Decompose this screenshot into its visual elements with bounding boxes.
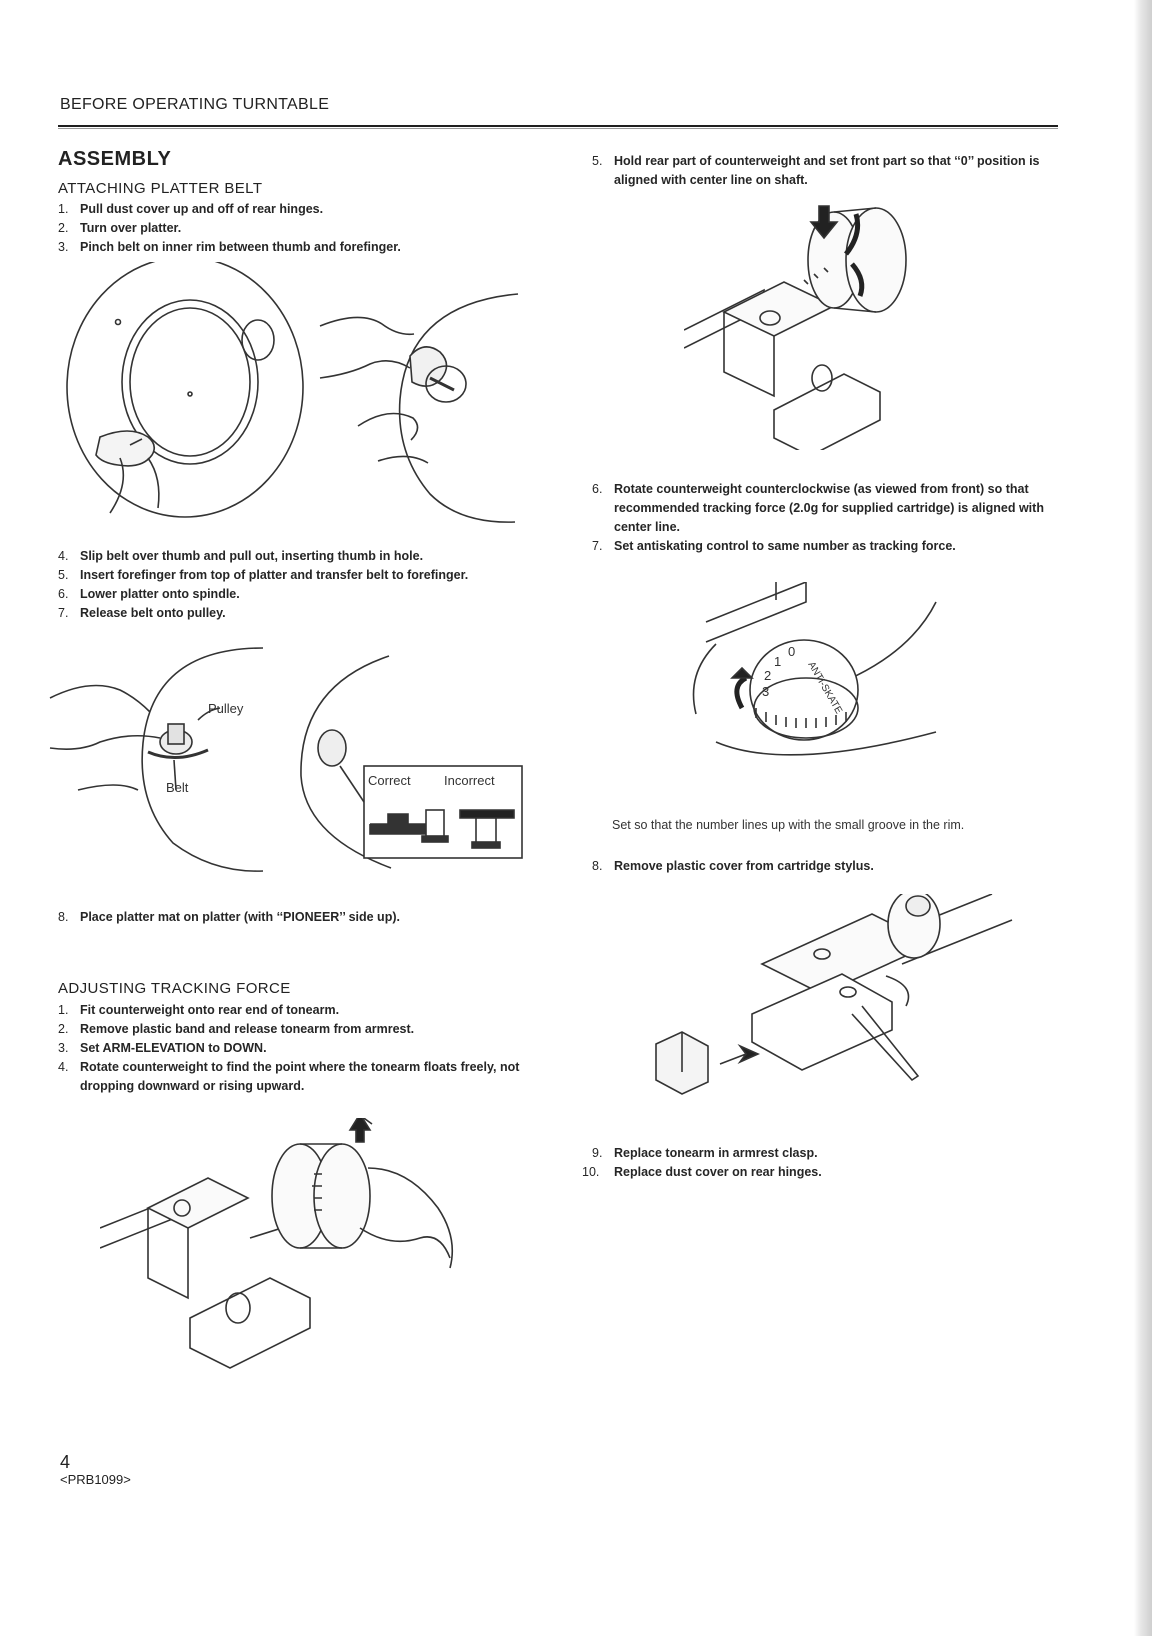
step-item: 5.Insert forefinger from top of platter … [58, 568, 469, 582]
section-title: ASSEMBLY [58, 148, 172, 170]
tracking-steps-6-7: 6.Rotate counterweight counterclockwise … [592, 480, 1072, 556]
dial-zero: 0 [788, 644, 795, 659]
belt-label: Belt [166, 780, 189, 795]
page-number: 4 [60, 1452, 71, 1472]
step-item: 1.Fit counterweight onto rear end of ton… [58, 1003, 340, 1017]
step-item: 4.Rotate counterweight to find the point… [58, 1060, 520, 1093]
dial-one: 1 [774, 654, 781, 669]
running-title: BEFORE OPERATING TURNTABLE [60, 96, 330, 113]
step-item: 6.Lower platter onto spindle. [58, 587, 240, 601]
dial-two: 2 [764, 668, 771, 683]
header-rule [58, 125, 1058, 127]
counterweight-rotate-illustration [100, 1118, 460, 1388]
step-item: 3.Pinch belt on inner rim between thumb … [58, 240, 401, 254]
cartridge-stylus-illustration [652, 894, 1022, 1114]
step-item: 1.Pull dust cover up and off of rear hin… [58, 202, 324, 216]
antiskate-dial-illustration: 0 1 2 3 ANTI-SKATE [676, 582, 956, 802]
step-item: 8.Place platter mat on platter (with ‘‘P… [58, 910, 400, 924]
step-item: 6.Rotate counterweight counterclockwise … [592, 482, 1044, 534]
dial-three: 3 [762, 684, 769, 699]
antiskate-caption: Set so that the number lines up with the… [612, 818, 965, 832]
tracking-force-title: ADJUSTING TRACKING FORCE [58, 980, 291, 997]
platter-steps-1-3: 1.Pull dust cover up and off of rear hin… [58, 200, 538, 257]
step-item: 10.Replace dust cover on rear hinges. [582, 1165, 822, 1179]
platter-steps-4-7: 4.Slip belt over thumb and pull out, ins… [58, 547, 538, 623]
incorrect-label: Incorrect [444, 773, 495, 788]
hand-belt-illustration [318, 286, 533, 526]
header-rule-thin [58, 128, 1058, 129]
step-item: 7.Set antiskating control to same number… [592, 539, 956, 553]
tracking-steps: 1.Fit counterweight onto rear end of ton… [58, 1001, 538, 1096]
correct-label: Correct [368, 773, 411, 788]
document-code: <PRB1099> [60, 1472, 131, 1487]
step-item: 5.Hold rear part of counterweight and se… [592, 154, 1040, 187]
step-item: 2.Remove plastic band and release tonear… [58, 1022, 415, 1036]
final-steps: 9.Replace tonearm in armrest clasp. 10.R… [582, 1144, 1062, 1182]
step-item: 8.Remove plastic cover from cartridge st… [592, 859, 874, 873]
pulley-illustration: Pulley Belt [48, 640, 288, 880]
step-item: 9.Replace tonearm in armrest clasp. [592, 1146, 818, 1160]
step-item: 7.Release belt onto pulley. [58, 606, 226, 620]
counterweight-zero-illustration [684, 200, 954, 450]
step-item: 3.Set ARM-ELEVATION to DOWN. [58, 1041, 267, 1055]
pulley-label: Pulley [208, 701, 244, 716]
platter-belt-title: ATTACHING PLATTER BELT [58, 180, 263, 197]
step-item: 2.Turn over platter. [58, 221, 182, 235]
page-edge [1134, 0, 1152, 1636]
step-item: 4.Slip belt over thumb and pull out, ins… [58, 549, 424, 563]
stylus-step-8: 8.Remove plastic cover from cartridge st… [592, 857, 1072, 876]
correct-incorrect-illustration: Correct Incorrect [294, 648, 534, 878]
platter-belt-illustration [60, 262, 310, 532]
platter-step-8: 8.Place platter mat on platter (with ‘‘P… [58, 908, 538, 927]
counterweight-step-5: 5.Hold rear part of counterweight and se… [592, 152, 1072, 190]
